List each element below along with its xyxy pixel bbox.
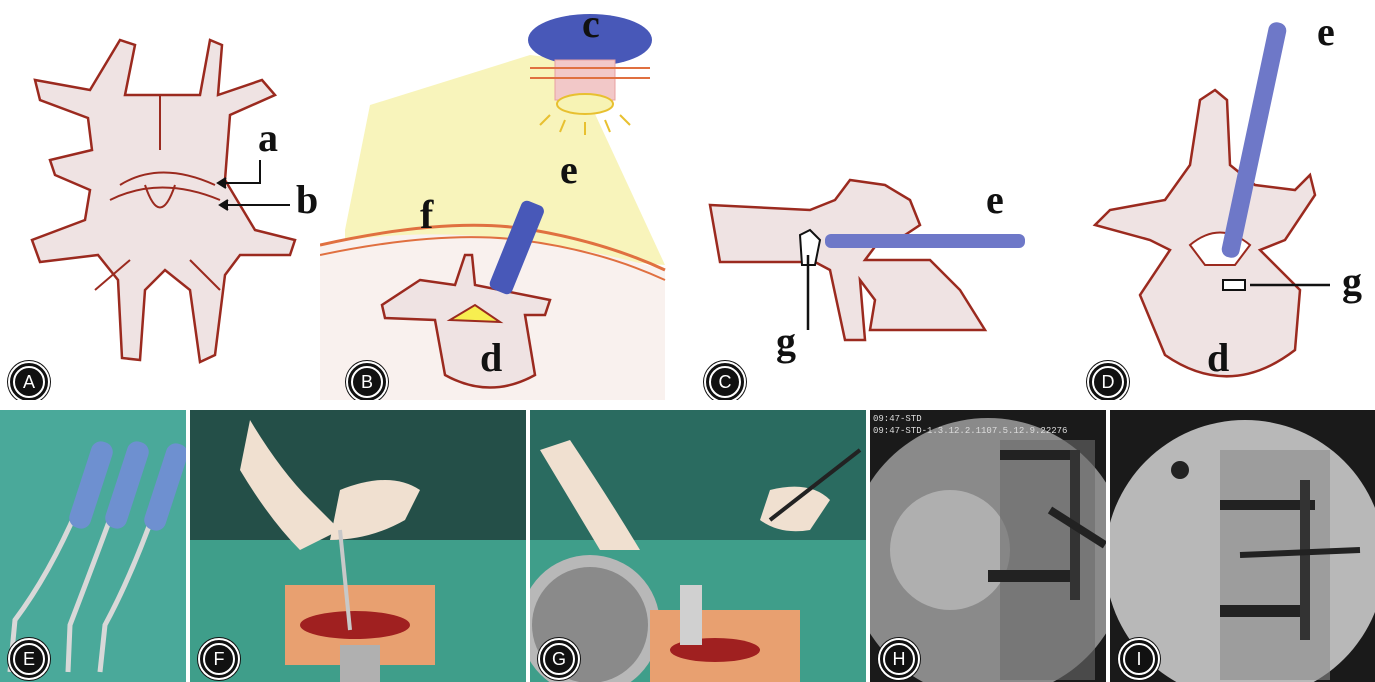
label-d: d xyxy=(480,338,502,378)
label-e: e xyxy=(986,180,1004,220)
panel-d: e g d D xyxy=(1055,0,1375,400)
label-g: g xyxy=(1342,262,1362,302)
panel-i: I xyxy=(1110,410,1375,682)
panel-e: E xyxy=(0,410,186,682)
surgery-photo-f xyxy=(190,410,526,682)
label-e: e xyxy=(560,150,578,190)
panel-a: a b A xyxy=(0,0,330,400)
label-a: a xyxy=(258,118,278,158)
panel-badge-f: F xyxy=(198,638,240,680)
xray-header-line1: 09:47-STD xyxy=(873,414,922,424)
label-e: e xyxy=(1317,12,1335,52)
panel-badge-g: G xyxy=(538,638,580,680)
panel-badge-e: E xyxy=(8,638,50,680)
label-f: f xyxy=(420,195,433,235)
panel-c: e g C xyxy=(690,0,1050,400)
surgery-photo-g xyxy=(530,410,866,682)
label-c: c xyxy=(582,4,600,44)
xray-header-line2: 09:47-STD-1.3.12.2.1107.5.12.9.22276 xyxy=(873,426,1067,436)
panel-g: G xyxy=(530,410,866,682)
panel-badge-d: D xyxy=(1087,361,1129,400)
panel-badge-h: H xyxy=(878,638,920,680)
panel-badge-c: C xyxy=(704,361,746,400)
panel-h: 09:47-STD 09:47-STD-1.3.12.2.1107.5.12.9… xyxy=(870,410,1106,682)
panel-badge-a: A xyxy=(8,361,50,400)
label-d: d xyxy=(1207,338,1229,378)
panel-badge-i: I xyxy=(1118,638,1160,680)
label-g: g xyxy=(776,322,796,362)
panel-badge-b: B xyxy=(346,361,388,400)
panel-f: F xyxy=(190,410,526,682)
label-b: b xyxy=(296,180,318,220)
panel-b: c e f d B xyxy=(320,0,680,400)
spine-posterior-drawing xyxy=(0,0,330,400)
